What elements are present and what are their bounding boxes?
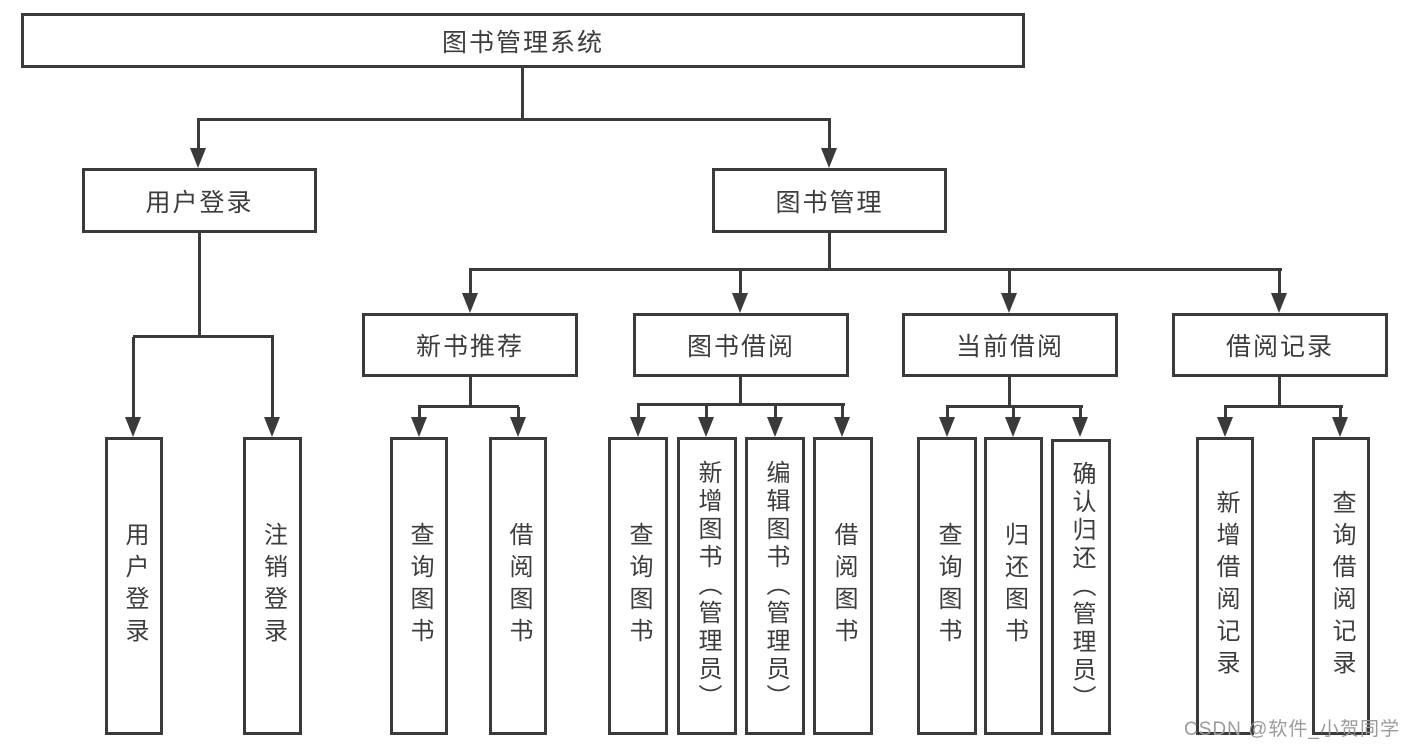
connector-line [1012, 407, 1015, 417]
connector-line [521, 68, 524, 120]
node-current-borrowing: 当前借阅 [902, 313, 1118, 377]
connector-line [132, 337, 135, 417]
node-user-login-action: 用户登录 [105, 437, 163, 735]
connector-line [198, 233, 201, 337]
node-query-books-recommend: 查询图书 [390, 437, 448, 735]
connector-line [469, 377, 472, 407]
connector-line [133, 335, 274, 338]
node-label: 查询图书 [934, 522, 961, 650]
node-label: 用户登录 [121, 522, 148, 650]
node-label: 图书管理 [775, 188, 884, 217]
arrow-down-icon [630, 417, 646, 437]
node-borrowing-records: 借阅记录 [1172, 313, 1388, 377]
connector-line [1008, 377, 1011, 407]
connector-line [841, 405, 844, 417]
arrow-down-icon [834, 417, 850, 437]
node-edit-books-admin: 编辑图书（管理员） [745, 437, 805, 735]
connector-line [828, 233, 831, 270]
node-confirm-return-admin: 确认归还（管理员） [1051, 439, 1111, 735]
arrow-down-icon [190, 148, 206, 168]
node-label: 注销登录 [259, 522, 287, 650]
connector-line [1278, 377, 1281, 407]
connector-line [469, 268, 1282, 271]
arrow-down-icon [732, 293, 748, 313]
connector-line [1008, 270, 1011, 293]
connector-line [774, 405, 777, 417]
connector-line [1079, 407, 1082, 417]
node-label: 用户登录 [145, 188, 254, 217]
node-query-books-borrowing: 查询图书 [608, 437, 668, 735]
connector-line [946, 407, 949, 417]
node-label: 查询图书 [625, 522, 652, 650]
arrow-down-icon [462, 293, 478, 313]
node-label: 归还图书 [1000, 522, 1028, 650]
connector-line [469, 270, 472, 293]
arrow-down-icon [510, 417, 526, 437]
arrow-down-icon [1001, 293, 1017, 313]
node-label: 查询图书 [406, 522, 433, 650]
node-user-login: 用户登录 [82, 168, 317, 233]
connector-line [418, 407, 421, 417]
connector-line [705, 405, 708, 417]
connector-line [1278, 270, 1281, 293]
node-book-borrowing: 图书借阅 [633, 313, 849, 377]
node-borrow-books-borrowing: 借阅图书 [813, 437, 873, 735]
node-label: 借阅记录 [1225, 333, 1334, 361]
node-new-book-recommend: 新书推荐 [362, 313, 578, 377]
node-query-borrow-record: 查询借阅记录 [1312, 437, 1370, 735]
node-logout: 注销登录 [243, 437, 302, 735]
connector-line [517, 407, 520, 417]
node-query-books-current: 查询图书 [917, 437, 977, 735]
connector-line [739, 270, 742, 293]
arrow-down-icon [1072, 417, 1088, 437]
arrow-down-icon [698, 417, 714, 437]
csdn-watermark: CSDN @软件_小贺同学 [1184, 719, 1400, 740]
node-label: 当前借阅 [955, 333, 1064, 361]
connector-line [197, 120, 200, 148]
connector-line [739, 377, 742, 405]
node-book-management: 图书管理 [712, 168, 947, 233]
connector-line [197, 118, 831, 121]
connector-line [271, 337, 274, 417]
arrow-down-icon [1271, 293, 1287, 313]
node-label: 查询借阅记录 [1328, 490, 1355, 682]
arrow-down-icon [1005, 417, 1021, 437]
arrow-down-icon [125, 417, 141, 437]
connector-line [1224, 405, 1343, 408]
node-label: 借阅图书 [505, 522, 532, 650]
connector-line [637, 405, 640, 417]
connector-line [1224, 407, 1227, 417]
arrow-down-icon [264, 417, 280, 437]
arrow-down-icon [1332, 417, 1348, 437]
connector-line [1339, 407, 1342, 417]
node-label: 图书管理系统 [441, 28, 604, 57]
node-label: 图书借阅 [686, 333, 795, 361]
arrow-down-icon [411, 417, 427, 437]
node-return-books: 归还图书 [984, 437, 1043, 735]
connector-line [418, 405, 519, 408]
node-label: 新增图书（管理员） [694, 460, 721, 712]
arrow-down-icon [939, 417, 955, 437]
arrow-down-icon [821, 148, 837, 168]
node-label: 借阅图书 [830, 522, 857, 650]
arrow-down-icon [767, 417, 783, 437]
node-add-books-admin: 新增图书（管理员） [677, 437, 737, 735]
node-label: 编辑图书（管理员） [762, 460, 789, 712]
node-label: 新书推荐 [415, 333, 524, 361]
arrow-down-icon [1217, 417, 1233, 437]
connector-line [828, 120, 831, 148]
node-library-management-system: 图书管理系统 [21, 13, 1025, 68]
node-label: 确认归还（管理员） [1068, 461, 1095, 713]
node-add-borrow-record: 新增借阅记录 [1196, 437, 1254, 735]
connector-line [946, 405, 1083, 408]
node-label: 新增借阅记录 [1212, 490, 1239, 682]
node-borrow-books-recommend: 借阅图书 [489, 437, 547, 735]
connector-line [637, 403, 845, 406]
